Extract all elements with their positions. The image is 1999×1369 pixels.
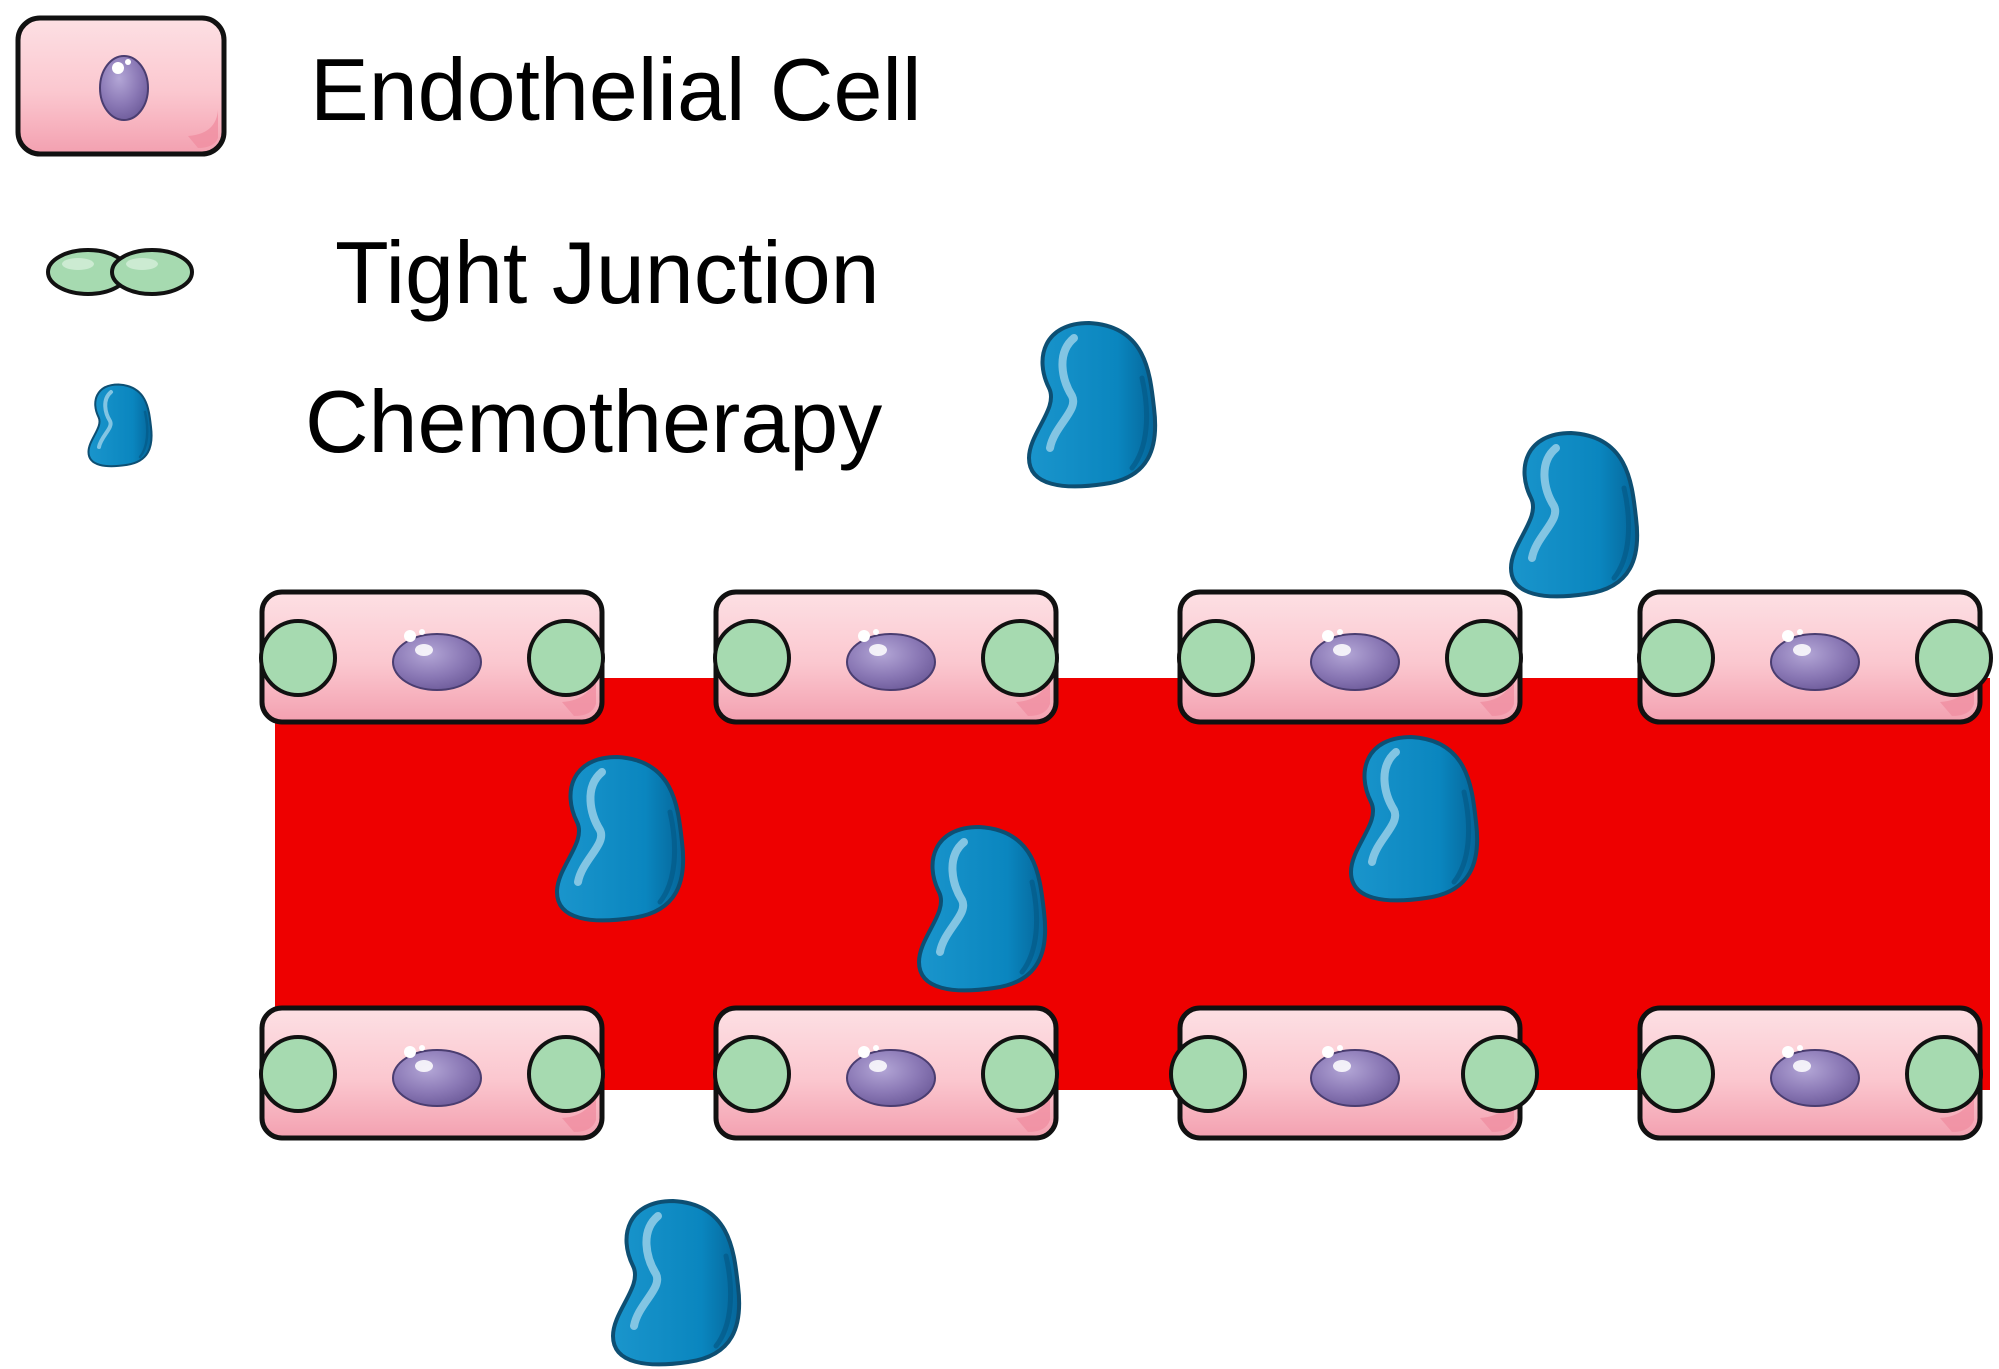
tight-junction xyxy=(1637,619,1715,697)
chemotherapy-drug-icon xyxy=(557,757,683,920)
tight-junction xyxy=(713,1035,791,1113)
tight-junction xyxy=(1177,619,1255,697)
endothelial-cell xyxy=(1169,1008,1539,1138)
tight-junction xyxy=(713,619,791,697)
endothelial-cell xyxy=(1637,1008,1983,1138)
chemotherapy-drug-icon xyxy=(613,1201,739,1364)
tight-junction xyxy=(1445,619,1523,697)
endothelial-cell xyxy=(713,592,1059,722)
tight-junction xyxy=(259,1035,337,1113)
tight-junction xyxy=(1905,1035,1983,1113)
tight-junction xyxy=(1637,1035,1715,1113)
endothelial-cell xyxy=(713,1008,1059,1138)
endothelial-cell xyxy=(259,592,605,722)
tight-junction xyxy=(259,619,337,697)
chemotherapy-drug-icon xyxy=(919,827,1045,990)
tight-junction xyxy=(1461,1035,1539,1113)
chemotherapy-drug-icon xyxy=(86,382,154,469)
endothelial-cell xyxy=(259,1008,605,1138)
tight-junction xyxy=(527,1035,605,1113)
legend-label-endothelial-cell: Endothelial Cell xyxy=(310,40,922,139)
endothelial-cell xyxy=(1177,592,1523,722)
legend-label-chemotherapy: Chemotherapy xyxy=(305,372,882,471)
tight-junction xyxy=(981,619,1059,697)
tight-junction xyxy=(527,619,605,697)
tight-junction xyxy=(981,1035,1059,1113)
chemotherapy-drug-icon xyxy=(1351,737,1477,900)
chemotherapy-drug-icon xyxy=(1511,433,1637,596)
endothelial-cell xyxy=(1637,592,1993,722)
tight-junction xyxy=(1169,1035,1247,1113)
tight-junction-icon xyxy=(46,248,194,296)
endothelial-cell-icon xyxy=(15,15,227,157)
legend: Endothelial Cell Tight Junction Chemothe… xyxy=(15,15,922,471)
legend-label-tight-junction: Tight Junction xyxy=(335,223,880,322)
tight-junction xyxy=(1915,619,1993,697)
chemotherapy-drug-icon xyxy=(1029,323,1155,486)
